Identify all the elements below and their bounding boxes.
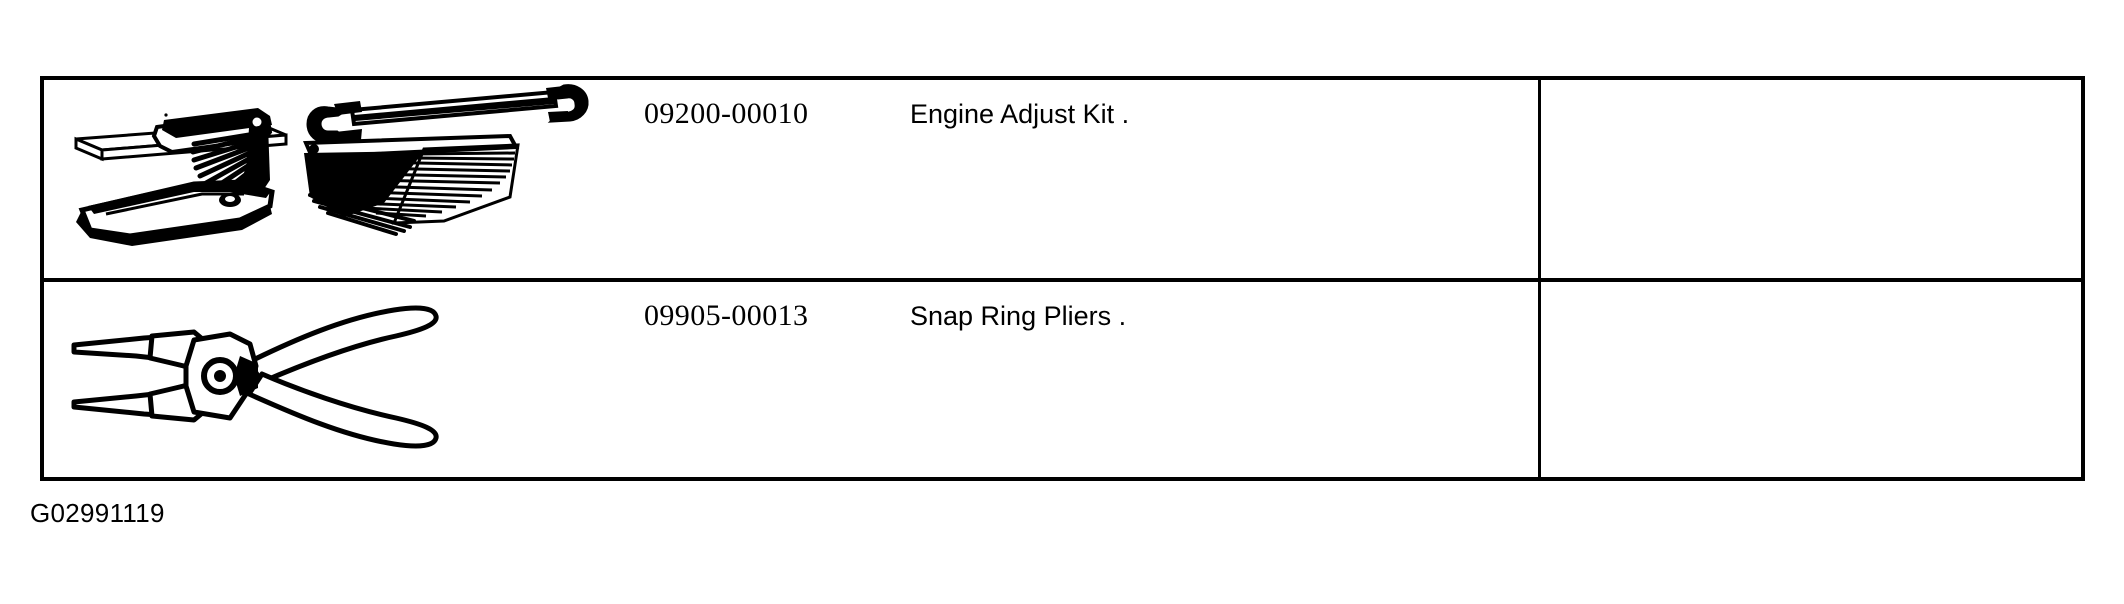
part-number: 09905-00013 <box>644 299 809 332</box>
special-service-tools-table: 09200-00010 Engine Adjust Kit . <box>40 76 2085 481</box>
engine-adjust-kit-illustration <box>74 84 589 246</box>
figure-caption: G02991119 <box>30 498 165 528</box>
table-row: 09905-00013 Snap Ring Pliers . <box>44 282 2081 481</box>
table-row: 09200-00010 Engine Adjust Kit . <box>44 80 2081 282</box>
notes-cell <box>1541 282 2081 481</box>
tool-figure-cell <box>44 282 644 481</box>
tool-figure-cell <box>44 80 644 278</box>
tool-description: Snap Ring Pliers . <box>874 282 1541 481</box>
snap-ring-pliers-illustration <box>71 305 439 449</box>
part-number: 09200-00010 <box>644 97 809 130</box>
notes-cell <box>1541 80 2081 278</box>
tool-description: Engine Adjust Kit . <box>874 80 1541 278</box>
